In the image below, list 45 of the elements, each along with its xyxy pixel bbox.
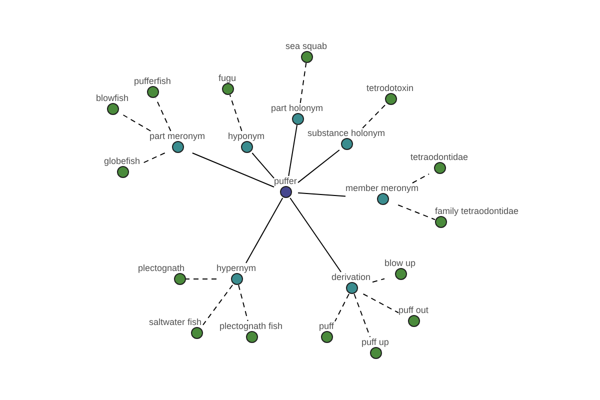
node-label: puffer [274, 176, 297, 186]
node-label: part holonym [271, 103, 324, 113]
connector-line [288, 124, 298, 176]
node-label: substance holonym [308, 128, 386, 138]
connector-line [290, 198, 342, 272]
dashed-connector-line [398, 204, 436, 220]
node-label: puff up [362, 337, 389, 347]
node-label: saltwater fish [149, 317, 202, 327]
node-label: globefish [104, 156, 140, 166]
dashed-connector-line [412, 174, 430, 184]
node-label: family tetraodontidae [435, 206, 519, 216]
node-label: sea squab [286, 41, 328, 51]
connector-line [298, 192, 346, 197]
connector-line [192, 152, 274, 188]
node-label: hypernym [216, 263, 256, 273]
dashed-connector-line [186, 278, 217, 280]
node-label: part meronym [150, 131, 206, 141]
node-label: plectognath fish [220, 321, 283, 331]
node-label: puff [319, 321, 334, 331]
connector-line [298, 150, 340, 184]
node-label: tetrodotoxin [366, 83, 414, 93]
connector-line [252, 152, 274, 179]
dashed-connector-line [354, 294, 371, 338]
node-label: blowfish [96, 93, 129, 103]
node-label: tetraodontidae [410, 152, 468, 162]
dashed-connector-line [229, 94, 242, 132]
node-label: pufferfish [134, 76, 171, 86]
node-label: derivation [332, 272, 371, 282]
dashed-connector-line [202, 284, 234, 326]
dashed-connector-line [238, 284, 248, 322]
node-label: hyponym [228, 131, 265, 141]
node-label: puff out [398, 305, 428, 315]
node-label: plectognath [138, 263, 185, 273]
dashed-connector-line [300, 62, 307, 104]
dashed-connector-line [372, 278, 385, 283]
dashed-connector-line [334, 294, 350, 322]
dashed-connector-line [362, 294, 399, 314]
node-label: blow up [384, 258, 416, 268]
dashed-connector-line [155, 98, 172, 132]
dashed-connector-line [142, 152, 166, 164]
dashed-connector-line [362, 104, 386, 128]
connector-line [246, 198, 284, 264]
dashed-connector-line [122, 114, 152, 132]
node-label: member meronym [346, 183, 419, 193]
node-label: fugu [218, 73, 236, 83]
